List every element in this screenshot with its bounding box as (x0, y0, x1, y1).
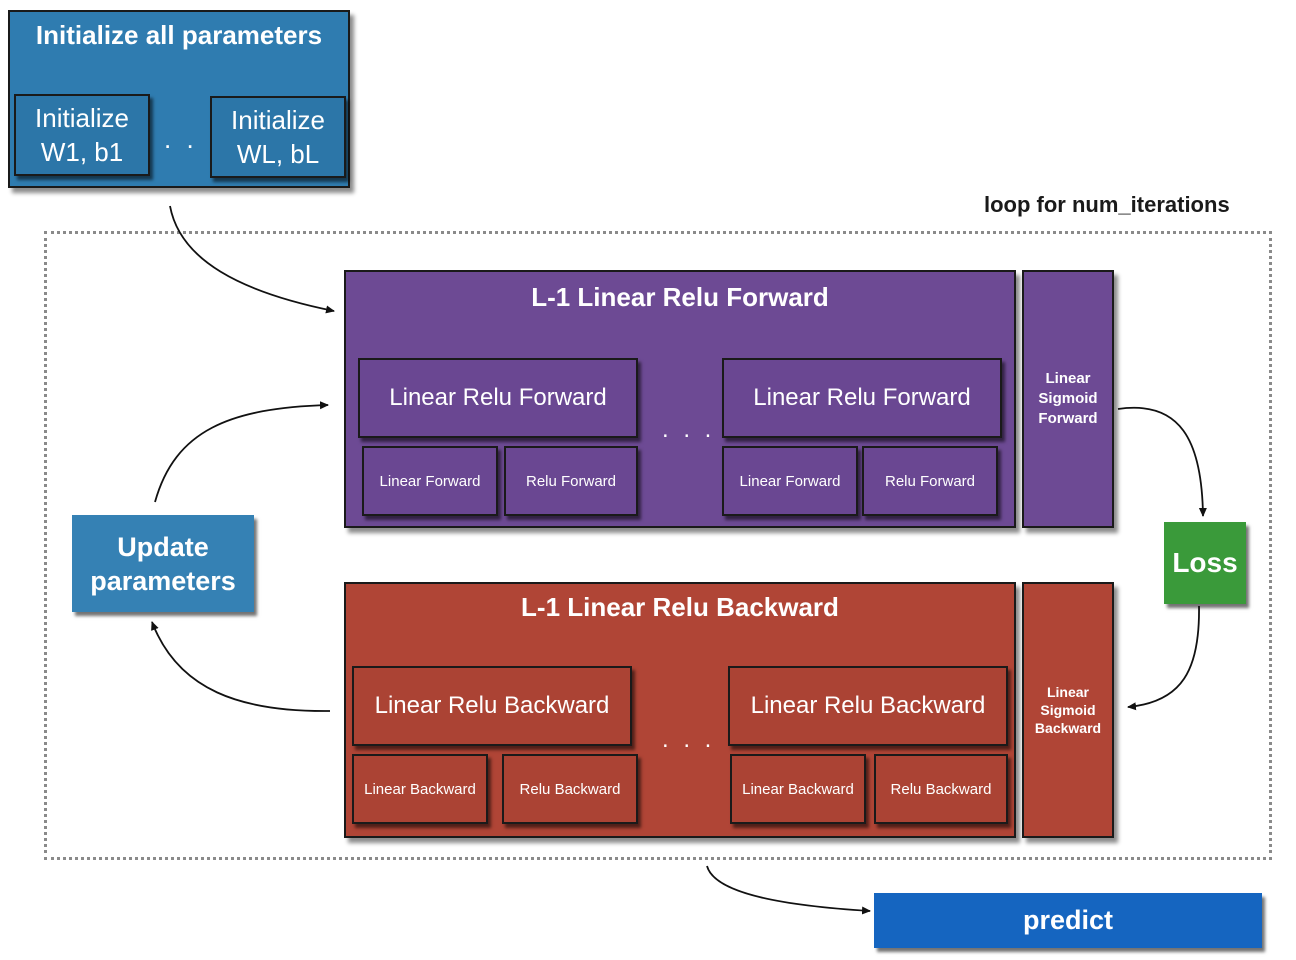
relu-backward-label-2: Relu Backward (890, 780, 992, 798)
linear-backward-label-2: Linear Backward (742, 780, 854, 798)
linear-forward-box-2: Linear Forward (722, 446, 858, 516)
linear-backward-box-1: Linear Backward (352, 754, 488, 824)
linear-sigmoid-forward-line1: Linear (1045, 370, 1091, 387)
arrow-backward-to-update (151, 621, 331, 712)
update-parameters-line2: parameters (90, 565, 236, 596)
initialize-w1-b1-box: Initialize W1, b1 (14, 94, 150, 176)
linear-relu-forward-box-1: Linear Relu Forward (358, 358, 638, 438)
predict-label: predict (1022, 905, 1114, 935)
forward-ellipsis: . . . (662, 416, 716, 443)
linear-sigmoid-backward-line1: Linear (1046, 684, 1089, 700)
initialize-wl-label: Initialize (231, 105, 325, 135)
arrow-loss-to-backward (1127, 605, 1200, 711)
backward-block: L-1 Linear Relu Backward Linear Relu Bac… (344, 582, 1016, 838)
relu-forward-box-1: Relu Forward (504, 446, 638, 516)
arrow-init-to-forward (169, 205, 335, 314)
relu-backward-box-1: Relu Backward (502, 754, 638, 824)
arrow-loop-to-predict (706, 865, 871, 915)
linear-sigmoid-backward-line2: Sigmoid (1040, 702, 1096, 718)
linear-forward-label-2: Linear Forward (739, 472, 841, 490)
initialize-all-parameters-title: Initialize all parameters (35, 20, 323, 50)
linear-relu-backward-box-2: Linear Relu Backward (728, 666, 1008, 746)
linear-relu-backward-label-2: Linear Relu Backward (750, 692, 986, 719)
loop-label: loop for num_iterations (984, 192, 1230, 217)
predict-box: predict (874, 893, 1262, 948)
init-ellipsis: . . . (164, 124, 221, 154)
update-parameters-box: Update parameters (72, 515, 254, 612)
relu-backward-box-2: Relu Backward (874, 754, 1008, 824)
update-parameters-line1: Update (117, 531, 209, 562)
initialize-all-parameters-box: Initialize all parameters Initialize W1,… (8, 10, 350, 188)
loss-box: Loss (1164, 522, 1246, 604)
linear-sigmoid-backward-box: Linear Sigmoid Backward (1022, 582, 1114, 838)
initialize-wl-params: WL, bL (236, 139, 320, 169)
initialize-w1-params: W1, b1 (40, 137, 124, 167)
relu-backward-label-1: Relu Backward (519, 780, 621, 798)
linear-backward-box-2: Linear Backward (730, 754, 866, 824)
forward-block-title: L-1 Linear Relu Forward (531, 282, 829, 312)
arrow-update-to-forward (154, 401, 329, 503)
linear-forward-label-1: Linear Forward (379, 472, 481, 490)
linear-relu-forward-box-2: Linear Relu Forward (722, 358, 1002, 438)
linear-sigmoid-forward-line2: Sigmoid (1038, 390, 1098, 407)
relu-forward-label-2: Relu Forward (884, 472, 976, 490)
loop-region-border (44, 231, 1272, 860)
initialize-w1-label: Initialize (35, 103, 129, 133)
forward-block: L-1 Linear Relu Forward Linear Relu Forw… (344, 270, 1016, 528)
linear-forward-box-1: Linear Forward (362, 446, 498, 516)
relu-forward-label-1: Relu Forward (525, 472, 617, 490)
arrow-forward-to-loss (1117, 406, 1207, 517)
backward-ellipsis: . . . (662, 726, 716, 753)
loss-label: Loss (1172, 547, 1238, 578)
linear-relu-backward-label-1: Linear Relu Backward (374, 692, 610, 719)
backward-block-title: L-1 Linear Relu Backward (521, 592, 839, 622)
initialize-wl-bl-box: Initialize WL, bL (210, 96, 346, 178)
linear-sigmoid-forward-box: Linear Sigmoid Forward (1022, 270, 1114, 528)
linear-backward-label-1: Linear Backward (364, 780, 476, 798)
linear-relu-backward-box-1: Linear Relu Backward (352, 666, 632, 746)
linear-relu-forward-label-1: Linear Relu Forward (389, 384, 607, 411)
relu-forward-box-2: Relu Forward (862, 446, 998, 516)
linear-sigmoid-forward-line3: Forward (1038, 410, 1098, 427)
linear-sigmoid-backward-line3: Backward (1034, 720, 1102, 736)
linear-relu-forward-label-2: Linear Relu Forward (753, 384, 971, 411)
